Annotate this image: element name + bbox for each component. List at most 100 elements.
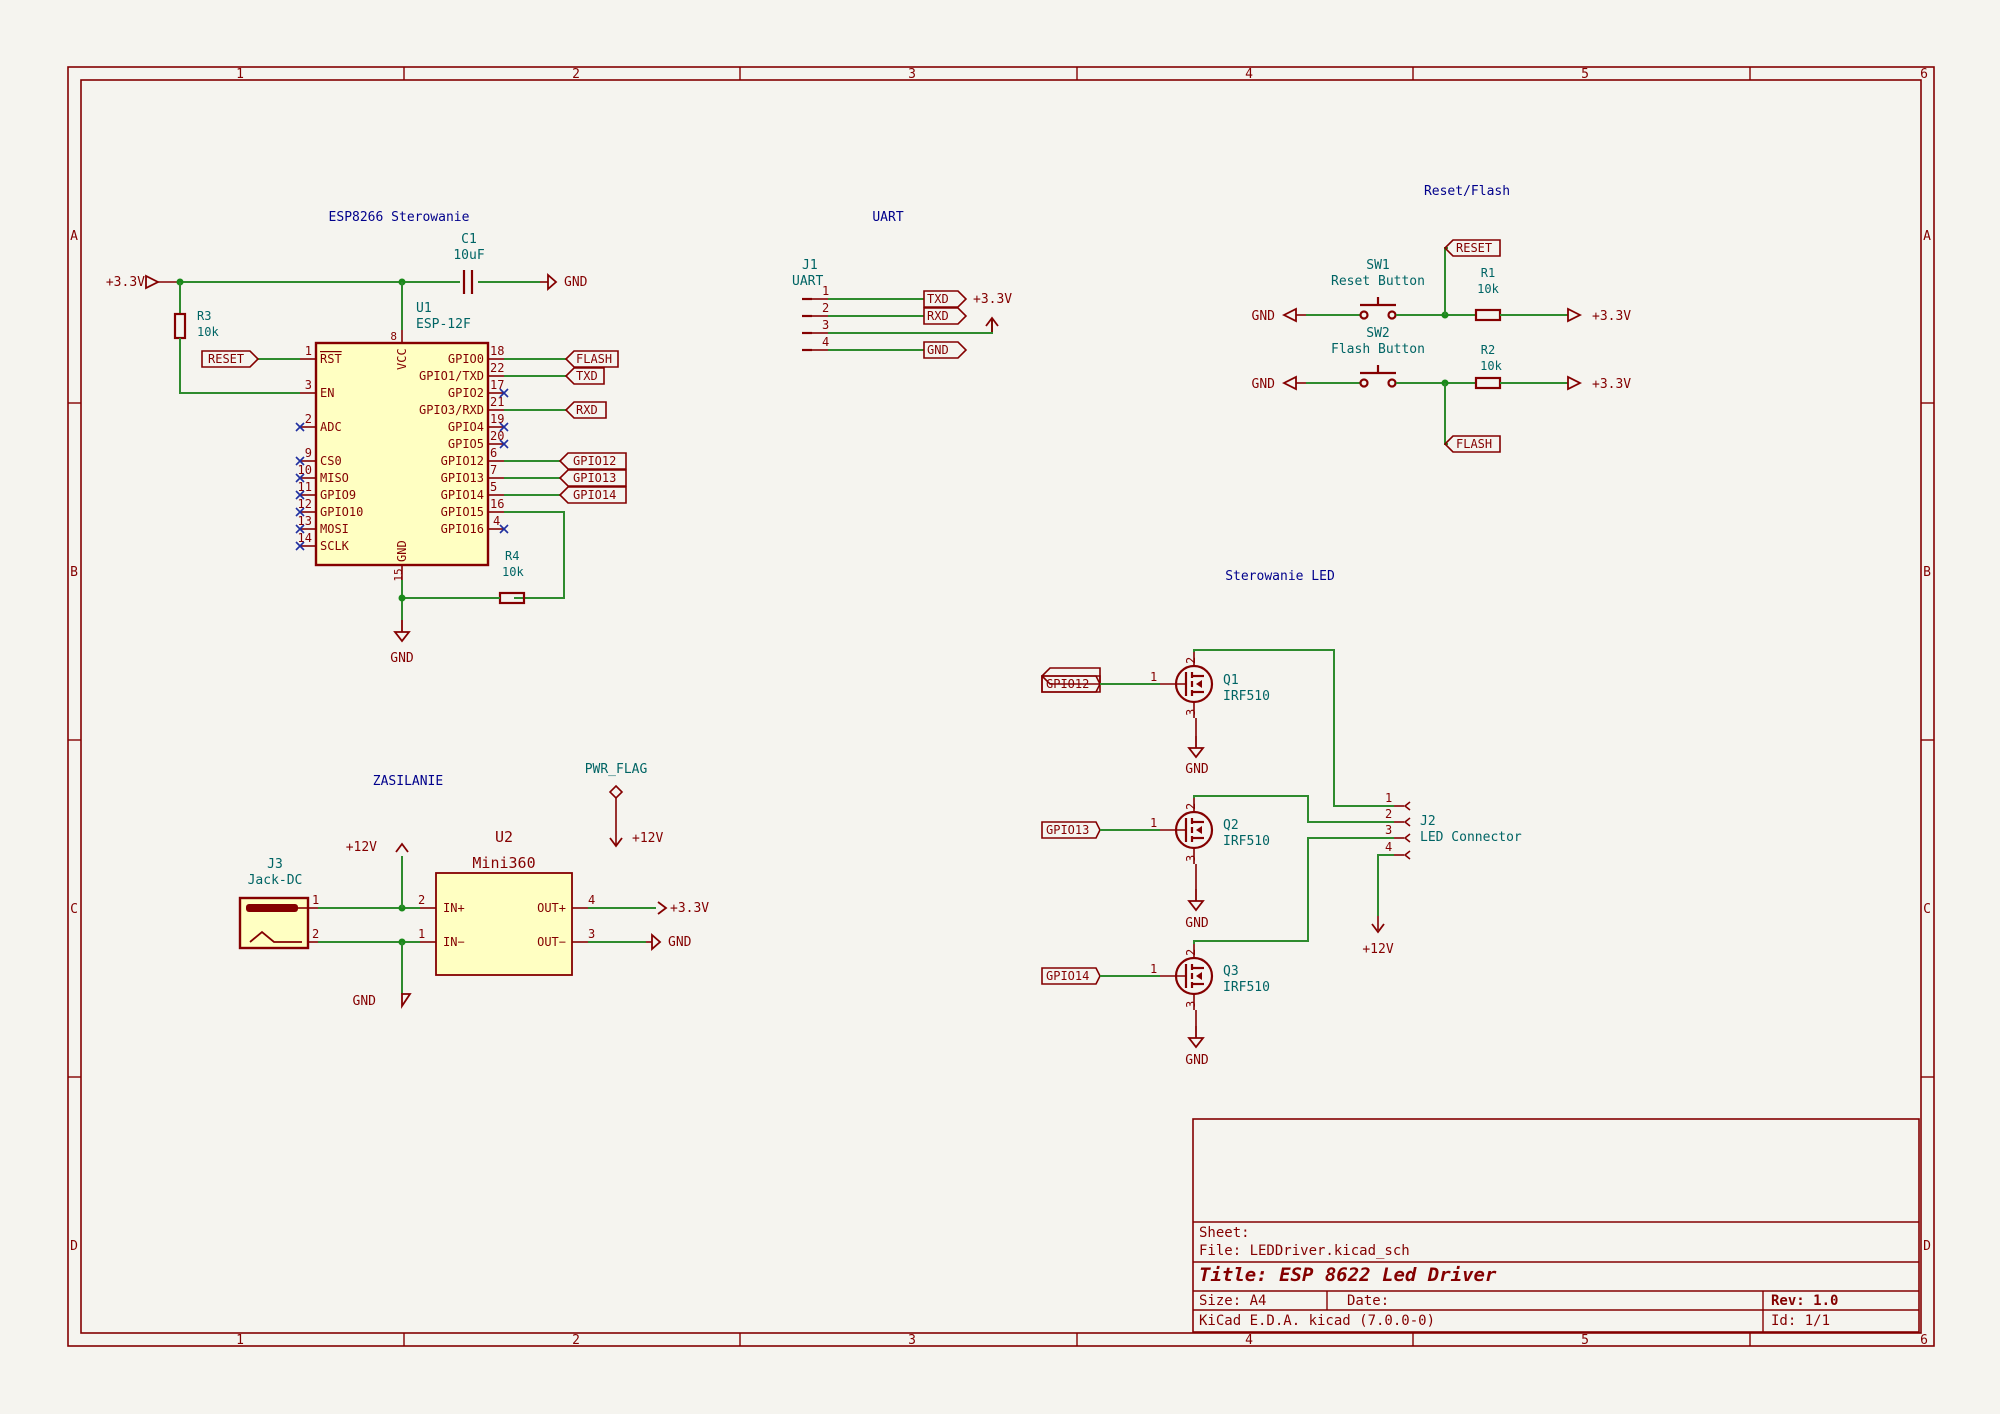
svg-text:+12V: +12V	[632, 831, 663, 846]
title-block-size: Size: A4	[1199, 1293, 1266, 1309]
title-block: Sheet: File: LEDDriver.kicad_sch Title: …	[1192, 1118, 1920, 1333]
svg-text:4: 4	[822, 335, 829, 349]
svg-text:2: 2	[1385, 807, 1392, 821]
svg-text:1: 1	[312, 893, 319, 907]
svg-text:RST: RST	[320, 352, 342, 366]
svg-text:R3: R3	[197, 309, 211, 323]
row-label: D	[70, 1239, 78, 1254]
resistor-r3	[173, 312, 187, 340]
svg-text:Reset Button: Reset Button	[1331, 274, 1425, 289]
svg-text:3: 3	[1184, 855, 1198, 862]
svg-text:GPIO1/TXD: GPIO1/TXD	[419, 369, 484, 383]
svg-text:C1: C1	[461, 232, 477, 247]
gnd-symbol: GND	[1185, 718, 1209, 777]
gnd-symbol: GND	[353, 993, 412, 1009]
connector-j1: 1 2 3 4	[802, 284, 829, 352]
no-connect-markers	[295, 388, 509, 551]
svg-text:GND: GND	[668, 935, 692, 950]
svg-text:4: 4	[1385, 840, 1392, 854]
net-label-reset: RESET	[201, 350, 260, 368]
net-label-gpio12: GPIO12	[1041, 675, 1101, 693]
svg-text:3: 3	[588, 927, 595, 941]
svg-text:IRF510: IRF510	[1223, 689, 1270, 704]
svg-text:15: 15	[392, 568, 405, 581]
svg-text:GND: GND	[395, 540, 409, 562]
col-label: 6	[1920, 1333, 1928, 1348]
svg-text:ADC: ADC	[320, 420, 342, 434]
svg-text:J1: J1	[802, 258, 818, 273]
svg-text:GND: GND	[1185, 762, 1209, 777]
svg-text:GPIO14: GPIO14	[441, 488, 484, 502]
svg-text:LED Connector: LED Connector	[1420, 830, 1522, 845]
svg-text:1: 1	[1385, 791, 1392, 805]
svg-text:IN−: IN−	[443, 935, 465, 949]
mosfet-q2: 1 2 3 Q2 IRF510	[1150, 798, 1270, 864]
svg-text:10k: 10k	[1477, 282, 1499, 296]
svg-text:GPIO15: GPIO15	[441, 505, 484, 519]
svg-text:6: 6	[490, 446, 497, 460]
title-block-rev: Rev: 1.0	[1771, 1293, 1838, 1309]
col-label: 2	[572, 67, 580, 82]
svg-text:11: 11	[298, 480, 312, 494]
power-3v3-symbol: +3.3V	[1567, 307, 1631, 324]
svg-text:TXD: TXD	[576, 369, 598, 383]
svg-text:1: 1	[1150, 962, 1157, 976]
svg-text:GND: GND	[390, 651, 414, 666]
section-title-reset-flash: Reset/Flash	[1424, 184, 1510, 199]
svg-text:SW2: SW2	[1366, 326, 1389, 341]
net-label-reset: RESET	[1443, 239, 1501, 257]
svg-text:MOSI: MOSI	[320, 522, 349, 536]
svg-text:5: 5	[490, 480, 497, 494]
svg-text:EN: EN	[320, 386, 334, 400]
svg-text:GPIO0: GPIO0	[448, 352, 484, 366]
gnd-symbol: GND	[390, 619, 414, 666]
mosfet-q3: 1 2 3 Q3 IRF510	[1150, 944, 1270, 1010]
col-label: 4	[1245, 67, 1253, 82]
led-section: 1 2 3 Q1 IRF510 GPIO12 GND	[1040, 649, 1522, 1068]
svg-text:GPIO12: GPIO12	[573, 454, 616, 468]
svg-text:8: 8	[390, 330, 397, 343]
svg-text:1: 1	[305, 344, 312, 358]
col-label: 6	[1920, 67, 1928, 82]
net-label-rxd: RXD	[923, 307, 968, 325]
svg-text:9: 9	[305, 446, 312, 460]
svg-text:GPIO10: GPIO10	[320, 505, 363, 519]
svg-text:2: 2	[312, 927, 319, 941]
svg-text:10k: 10k	[197, 325, 219, 339]
svg-text:RESET: RESET	[208, 352, 244, 366]
svg-text:21: 21	[490, 395, 504, 409]
svg-text:Mini360: Mini360	[472, 854, 535, 872]
svg-text:10k: 10k	[502, 565, 524, 579]
gnd-symbol: GND	[1185, 864, 1209, 931]
net-label-gpio13: GPIO13	[1041, 821, 1101, 839]
svg-text:GPIO3/RXD: GPIO3/RXD	[419, 403, 484, 417]
svg-text:GND: GND	[564, 275, 588, 290]
svg-text:Q3: Q3	[1223, 964, 1239, 979]
svg-text:GPIO2: GPIO2	[448, 386, 484, 400]
svg-text:2: 2	[305, 412, 312, 426]
row-label: A	[70, 229, 78, 244]
svg-text:+3.3V: +3.3V	[670, 901, 709, 916]
gnd-symbol: GND	[1252, 375, 1306, 392]
svg-text:GPIO12: GPIO12	[1046, 677, 1089, 691]
svg-text:2: 2	[418, 893, 425, 907]
svg-text:FLASH: FLASH	[1456, 437, 1492, 451]
svg-text:3: 3	[822, 318, 829, 332]
svg-text:ESP-12F: ESP-12F	[416, 317, 471, 332]
net-label-txd: TXD	[923, 290, 968, 308]
svg-text:4: 4	[493, 514, 500, 528]
row-label: D	[1923, 1239, 1931, 1254]
col-label: 1	[236, 1333, 244, 1348]
gnd-symbol: GND	[1185, 1010, 1209, 1068]
power-section: PWR_FLAG +12V J3 Jack-DC 1 2 +12V	[238, 762, 709, 1009]
svg-text:12: 12	[298, 497, 312, 511]
net-label-flash: FLASH	[1443, 435, 1501, 453]
title-block-date: Date:	[1347, 1293, 1389, 1309]
section-title-esp: ESP8266 Sterowanie	[329, 210, 470, 225]
connector-j2: 1 2 3 4 J2 LED Connector	[1385, 791, 1522, 860]
net-label-flash: FLASH	[564, 350, 619, 368]
net-label-rxd: RXD	[564, 401, 607, 419]
svg-text:14: 14	[298, 531, 312, 545]
title-block-tool: KiCad E.D.A. kicad (7.0.0-0)	[1199, 1313, 1435, 1329]
